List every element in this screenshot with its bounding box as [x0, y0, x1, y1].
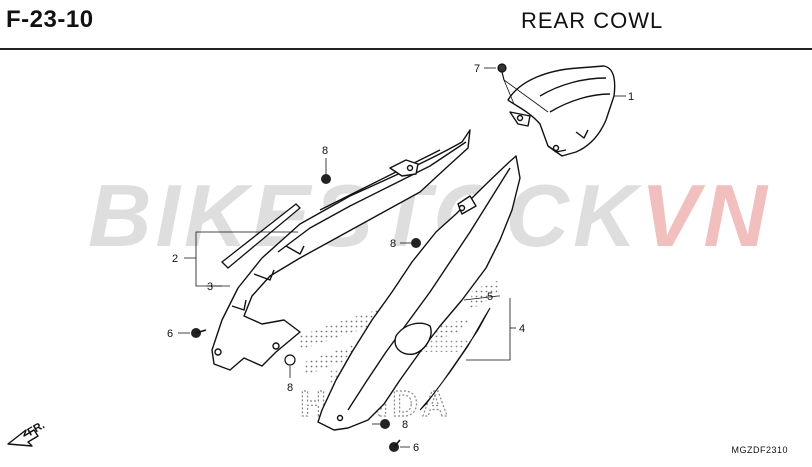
front-direction-arrow-icon — [7, 429, 39, 447]
callout-6b: 6 — [413, 442, 419, 454]
leader-lines — [178, 67, 626, 448]
callout-8b: 8 — [390, 238, 396, 250]
part-2-trim-strip — [221, 203, 301, 269]
watermark-part-b: VN — [640, 166, 771, 265]
part-4-side-decal — [419, 307, 491, 411]
callout-8a: 8 — [322, 145, 328, 157]
diagram-code: F-23-10 — [6, 6, 94, 33]
part-6-bolt-b — [389, 439, 401, 452]
callout-8d: 8 — [402, 419, 408, 431]
part-8-nut-d — [380, 419, 390, 429]
front-indicator-label: FR. — [26, 419, 47, 438]
part-3-left-side-cowl — [211, 129, 471, 371]
callout-3: 3 — [207, 281, 213, 293]
part-1-rear-top-cowl — [507, 65, 616, 157]
part-5-right-side-cowl — [317, 155, 521, 431]
header-divider — [0, 48, 812, 50]
drawing-code: MGZDF2310 — [731, 445, 788, 455]
callout-5: 5 — [487, 291, 493, 303]
callout-1: 1 — [628, 91, 634, 103]
callout-4: 4 — [519, 323, 525, 335]
part-8-nut-c — [284, 354, 296, 366]
diagram-title: REAR COWL — [521, 8, 664, 33]
part-8-nut-a — [321, 174, 331, 184]
part-7-screw — [497, 63, 507, 81]
callout-8c: 8 — [287, 382, 293, 394]
callout-7: 7 — [474, 63, 480, 75]
part-6-bolt-a — [191, 328, 207, 338]
callout-6a: 6 — [167, 328, 173, 340]
callout-2: 2 — [172, 253, 178, 265]
part-8-nut-b — [411, 238, 421, 248]
